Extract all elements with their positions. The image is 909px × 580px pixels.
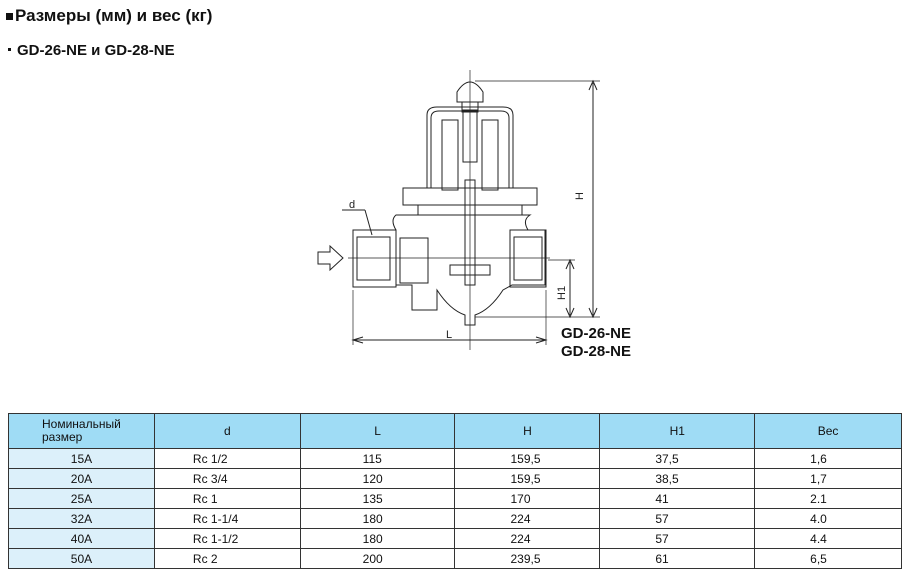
table-cell: 224 [454, 508, 601, 529]
title-text: Размеры (мм) и вес (кг) [15, 6, 213, 25]
table-cell: 38,5 [599, 468, 756, 489]
valve-dimension-drawing: d L H H1 [317, 70, 600, 350]
model-label-1: GD-26-NE [561, 325, 632, 342]
subtitle-text: GD-26-NE и GD-28-NE [17, 42, 175, 59]
table-cell: 50A [8, 548, 155, 569]
table-cell: 4.0 [754, 508, 902, 529]
table-cell: 239,5 [454, 548, 601, 569]
table-cell: Rc 3/4 [153, 468, 301, 489]
label-d: d [349, 199, 355, 211]
table-cell: 32A [8, 508, 155, 529]
table-cell: 200 [299, 548, 456, 569]
model-label-2: GD-28-NE [561, 343, 632, 360]
label-H: H [574, 192, 586, 200]
header-H: H [454, 413, 601, 449]
table-cell: 2.1 [754, 488, 902, 509]
table-cell: 6,5 [754, 548, 902, 569]
header-nominal-size: Номинальный размер [8, 413, 155, 449]
table-cell: 20A [8, 468, 155, 489]
table-cell: 57 [599, 508, 756, 529]
table-cell: 135 [299, 488, 456, 509]
header-d: d [153, 413, 301, 449]
table-cell: 40A [8, 528, 155, 549]
bullet-square-icon [6, 13, 13, 20]
table-cell: 180 [299, 508, 456, 529]
header-L: L [299, 413, 456, 449]
table-cell: 37,5 [599, 448, 756, 469]
table-cell: 115 [299, 448, 456, 469]
table-cell: 159,5 [454, 468, 601, 489]
table-cell: 170 [454, 488, 601, 509]
table-cell: 1,6 [754, 448, 902, 469]
header-H1: H1 [599, 413, 756, 449]
page-title: Размеры (мм) и вес (кг) [6, 6, 212, 26]
table-cell: Rc 1/2 [153, 448, 301, 469]
table-cell: Rc 2 [153, 548, 301, 569]
table-cell: Rc 1 [153, 488, 301, 509]
table-cell: 4.4 [754, 528, 902, 549]
table-cell: 15A [8, 448, 155, 469]
header-weight: Вес [754, 413, 902, 449]
table-cell: 224 [454, 528, 601, 549]
table-header-row: Номинальный размер d L H H1 Вес [8, 413, 902, 449]
section-subtitle: GD-26-NE и GD-28-NE [8, 42, 175, 59]
table-cell: Rc 1-1/4 [153, 508, 301, 529]
label-H1: H1 [556, 286, 568, 300]
label-L: L [446, 329, 452, 341]
table-cell: 120 [299, 468, 456, 489]
table-cell: 25A [8, 488, 155, 509]
table-cell: 180 [299, 528, 456, 549]
table-cell: 159,5 [454, 448, 601, 469]
table-cell: 57 [599, 528, 756, 549]
bullet-dot-icon [8, 48, 11, 51]
table-cell: 41 [599, 488, 756, 509]
table-cell: 61 [599, 548, 756, 569]
table-cell: 1,7 [754, 468, 902, 489]
table-cell: Rc 1-1/2 [153, 528, 301, 549]
